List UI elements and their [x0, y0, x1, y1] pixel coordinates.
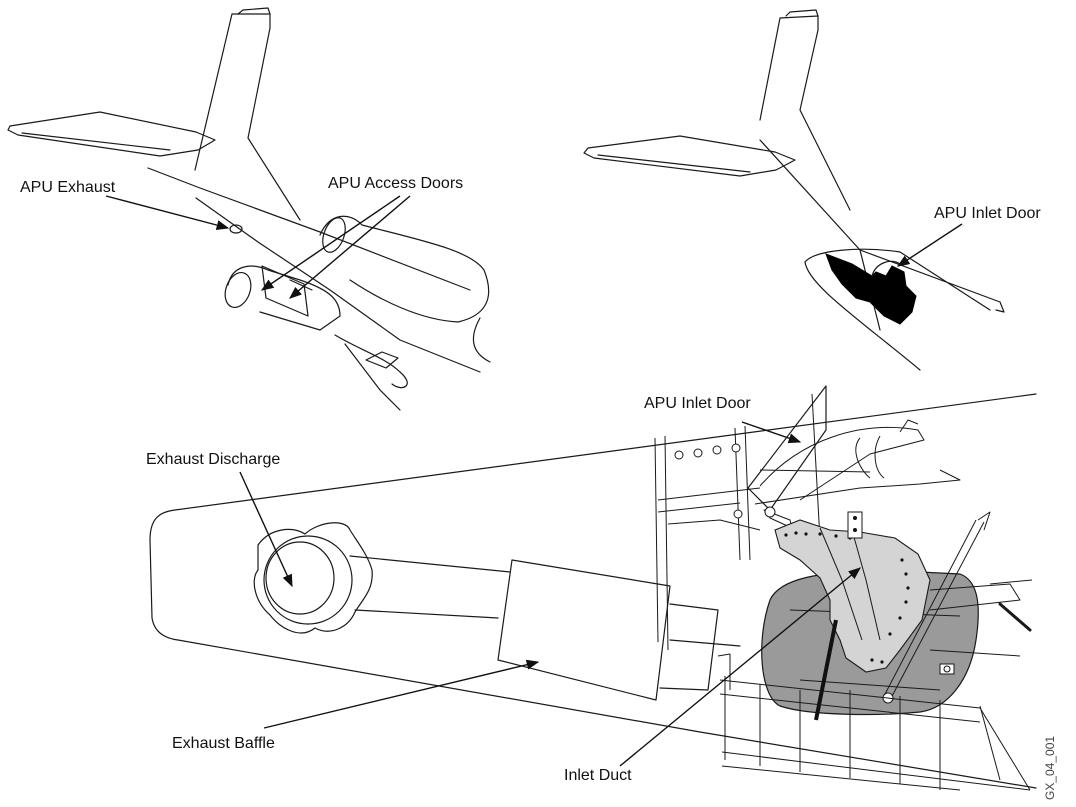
apu-cutaway — [149, 385, 1037, 791]
label-apu-access-doors: APU Access Doors — [328, 175, 463, 192]
label-exhaust-baffle: Exhaust Baffle — [172, 735, 275, 752]
figure-code: GX_04_001 — [1043, 736, 1057, 800]
label-inlet-duct: Inlet Duct — [564, 767, 632, 784]
leader-lines — [105, 195, 963, 767]
tail-view-left — [7, 7, 491, 411]
inlet-door-highlight — [825, 253, 917, 325]
label-apu-exhaust: APU Exhaust — [20, 179, 116, 196]
label-apu-inlet-door-main: APU Inlet Door — [644, 395, 751, 412]
label-exhaust-discharge: Exhaust Discharge — [146, 451, 280, 468]
tail-view-right — [583, 9, 1005, 371]
label-apu-inlet-door-top: APU Inlet Door — [934, 205, 1041, 222]
